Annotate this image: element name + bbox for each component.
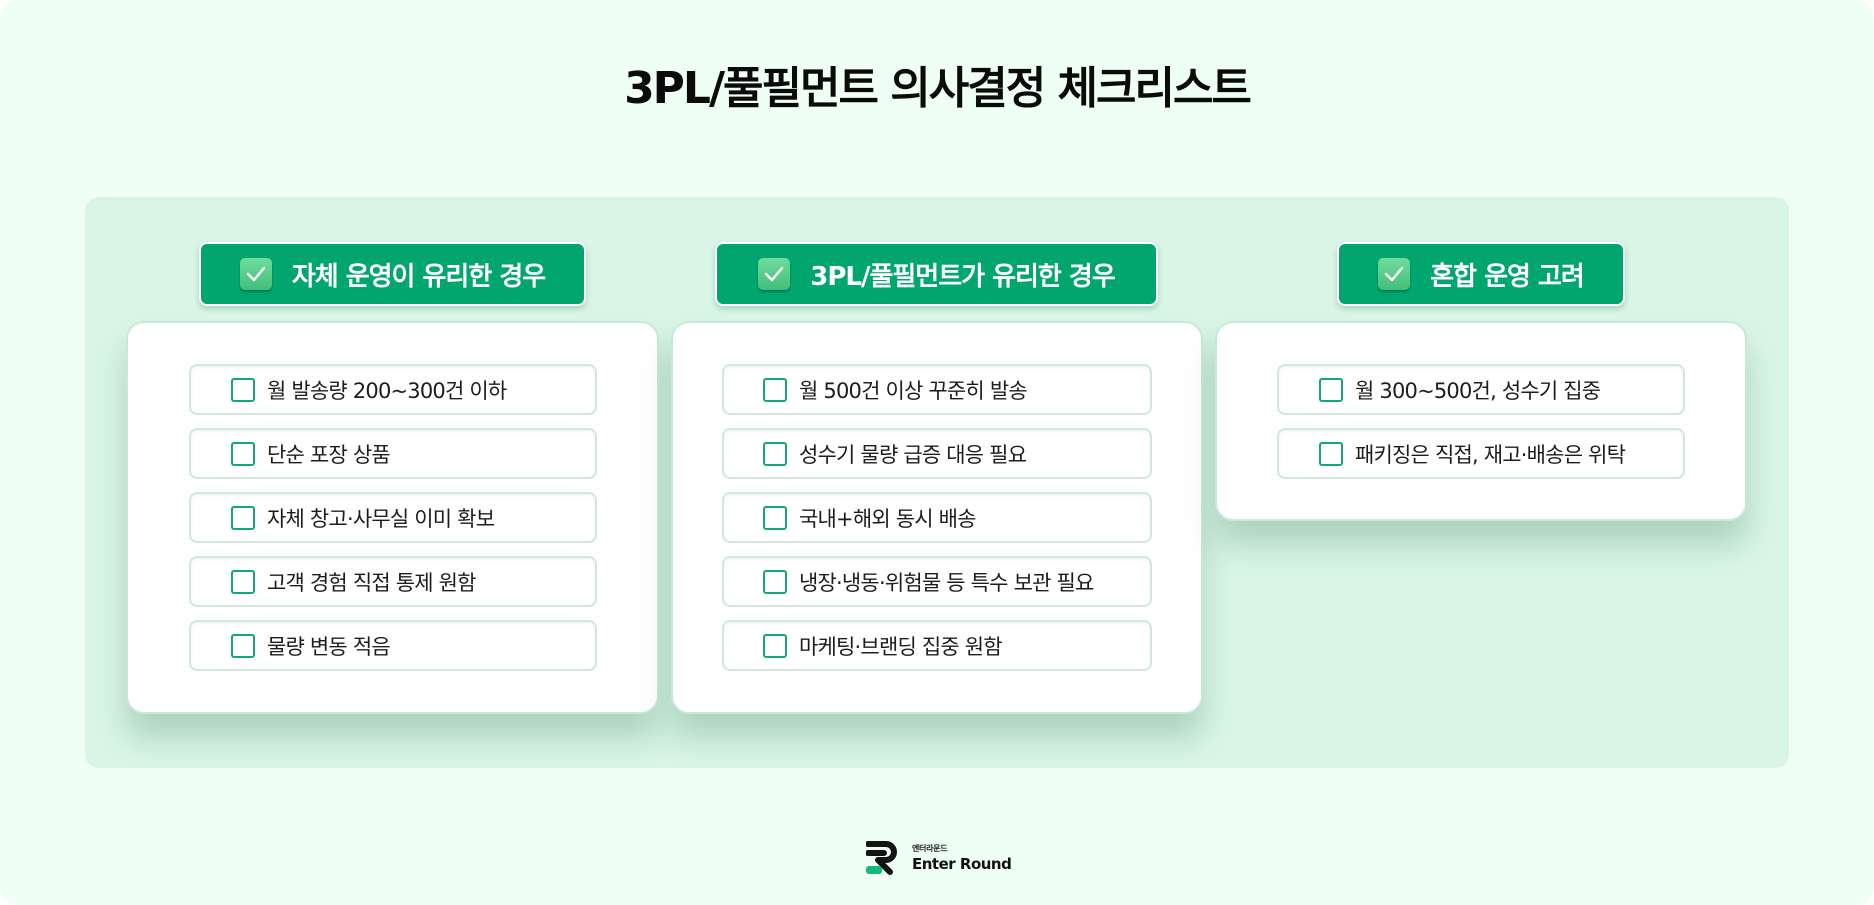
column-header-label: 혼합 운영 고려 bbox=[1430, 261, 1585, 292]
column-header-label: 3PL/풀필먼트가 유리한 경우 bbox=[810, 261, 1116, 292]
checkbox-icon[interactable] bbox=[763, 377, 787, 402]
checkbox-icon[interactable] bbox=[231, 377, 255, 402]
checklist-card bbox=[1215, 321, 1747, 521]
check-box-icon bbox=[758, 258, 791, 290]
checkbox-icon[interactable] bbox=[231, 505, 255, 530]
enter-round-logo: 엔터라운드 Enter Round bbox=[865, 841, 1012, 875]
logo-english-text: Enter Round bbox=[912, 855, 1012, 873]
checklist-item-label: 월 500건 이상 꾸준히 발송 bbox=[799, 378, 1028, 403]
checkbox-icon[interactable] bbox=[1319, 377, 1343, 402]
logo-korean-text: 엔터라운드 bbox=[912, 844, 948, 853]
page-title: 3PL/풀필먼트 의사결정 체크리스트 bbox=[624, 63, 1252, 114]
checklist-item-label: 냉장·냉동·위험물 등 특수 보관 필요 bbox=[799, 570, 1094, 595]
checklist-item[interactable]: 월 300~500건, 성수기 집중 bbox=[1277, 364, 1685, 415]
column-header-3pl-fulfillment: 3PL/풀필먼트가 유리한 경우 bbox=[715, 242, 1158, 306]
checklist-item[interactable]: 월 발송량 200~300건 이하 bbox=[189, 364, 597, 415]
checklist-item-label: 단순 포장 상품 bbox=[267, 442, 391, 467]
checklist-item-label: 고객 경험 직접 통제 원함 bbox=[267, 570, 477, 595]
checklist-item[interactable]: 국내+해외 동시 배송 bbox=[722, 492, 1152, 543]
checklist-item[interactable]: 물량 변동 적음 bbox=[189, 620, 597, 671]
checkbox-icon[interactable] bbox=[763, 633, 787, 658]
checkbox-icon[interactable] bbox=[1319, 441, 1343, 466]
checklist-item-label: 국내+해외 동시 배송 bbox=[799, 506, 977, 531]
column-header-self-operation: 자체 운영이 유리한 경우 bbox=[199, 242, 586, 306]
checklist-item[interactable]: 패키징은 직접, 재고·배송은 위탁 bbox=[1277, 428, 1685, 479]
enter-round-logo-icon bbox=[865, 841, 902, 875]
column-header-label: 자체 운영이 유리한 경우 bbox=[291, 261, 546, 292]
check-box-icon bbox=[239, 258, 272, 290]
checkbox-icon[interactable] bbox=[763, 441, 787, 466]
checklist-item-label: 성수기 물량 급증 대응 필요 bbox=[799, 442, 1027, 467]
checkbox-icon[interactable] bbox=[763, 505, 787, 530]
checklist-item[interactable]: 고객 경험 직접 통제 원함 bbox=[189, 556, 597, 607]
checkbox-icon[interactable] bbox=[763, 569, 787, 594]
checklist-item[interactable]: 월 500건 이상 꾸준히 발송 bbox=[722, 364, 1152, 415]
checklist-item[interactable]: 자체 창고·사무실 이미 확보 bbox=[189, 492, 597, 543]
checklist-item[interactable]: 단순 포장 상품 bbox=[189, 428, 597, 479]
checkbox-icon[interactable] bbox=[231, 569, 255, 594]
checklist-item-label: 패키징은 직접, 재고·배송은 위탁 bbox=[1355, 442, 1626, 467]
checklist-item-label: 마케팅·브랜딩 집중 원함 bbox=[799, 634, 1003, 659]
checklist-item-label: 월 발송량 200~300건 이하 bbox=[267, 378, 507, 403]
checklist-item-label: 월 300~500건, 성수기 집중 bbox=[1355, 378, 1601, 403]
check-box-icon bbox=[1378, 258, 1411, 290]
checklist-item-label: 자체 창고·사무실 이미 확보 bbox=[267, 506, 495, 531]
checklist-item[interactable]: 성수기 물량 급증 대응 필요 bbox=[722, 428, 1152, 479]
checklist-item[interactable]: 마케팅·브랜딩 집중 원함 bbox=[722, 620, 1152, 671]
checklist-item-label: 물량 변동 적음 bbox=[267, 634, 391, 659]
checklist-item[interactable]: 냉장·냉동·위험물 등 특수 보관 필요 bbox=[722, 556, 1152, 607]
checkbox-icon[interactable] bbox=[231, 441, 255, 466]
checkbox-icon[interactable] bbox=[231, 633, 255, 658]
column-header-hybrid-operation: 혼합 운영 고려 bbox=[1337, 242, 1625, 306]
